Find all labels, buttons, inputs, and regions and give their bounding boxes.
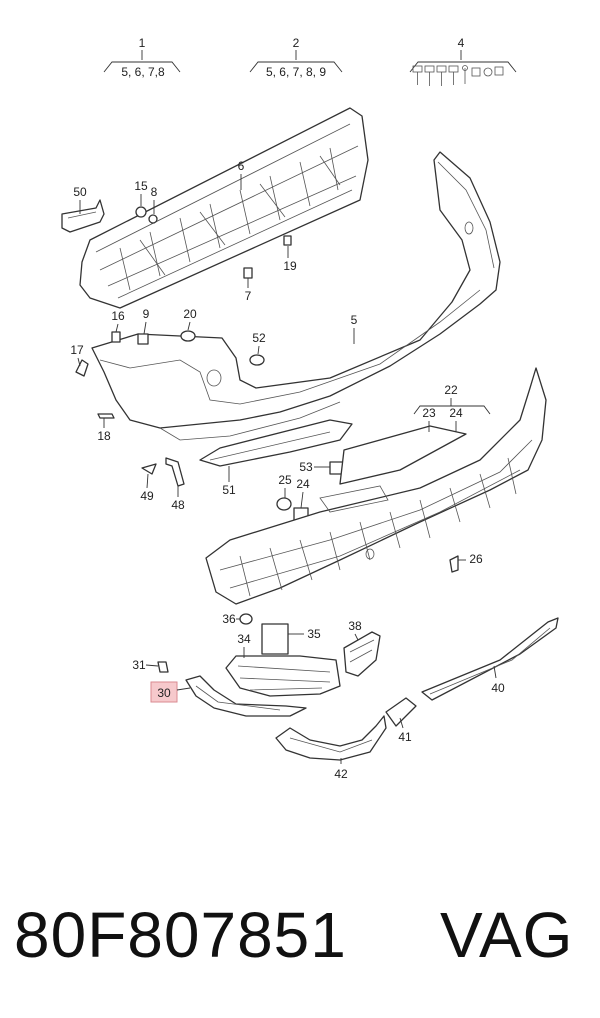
callout: 24 [449,406,463,420]
callout: 9 [143,307,150,321]
clip-52 [249,354,265,366]
callout: 52 [252,331,266,345]
group-number: 2 [293,36,300,50]
callout: 41 [398,730,412,744]
callout: 42 [334,767,348,781]
callout: 17 [70,343,84,357]
group-header-2: 2 5, 6, 7, 8, 9 [249,36,343,79]
callout: 25 [278,473,292,487]
callout: 53 [299,460,313,474]
group-members: 5, 6, 7,8 [121,65,165,79]
screw-49 [141,463,157,475]
nut-15 [135,206,147,218]
exploded-parts-diagram: 1 5, 6, 7,8 2 5, 6, 7, 8, 9 4 [61,36,559,781]
callout: 38 [348,619,362,633]
callout: 36 [222,612,236,626]
clip-16 [111,331,121,343]
side-panel-30 [185,675,307,717]
nut-25 [276,497,292,511]
callout: 34 [237,632,251,646]
brand: VAG [440,899,574,971]
callout: 49 [140,489,154,503]
screw-31 [157,661,169,673]
clip-7 [243,267,253,279]
group-header-4: 4 [409,36,517,86]
callout: 16 [111,309,125,323]
bumper-cover-5 [91,151,501,441]
callout-highlight-box [150,681,178,703]
screw-26 [449,555,459,573]
callout-highlighted: 30 [157,686,171,700]
impact-bar-6 [79,107,369,309]
callout: 8 [151,185,158,199]
clip-9 [137,333,149,345]
bracket-50 [61,199,105,233]
insert-38 [343,631,381,677]
callout: 18 [97,429,111,443]
callout: 20 [183,307,197,321]
callout: 48 [171,498,185,512]
bracket-48 [165,457,185,487]
trim-strip-51 [199,419,353,467]
callout: 6 [238,159,245,173]
callouts: 50 15 8 6 19 7 16 9 20 52 5 17 18 22 23 … [70,159,505,781]
fastener-icons [412,65,504,86]
callout: 40 [491,681,505,695]
screw-18 [97,413,115,419]
group-header-1: 1 5, 6, 7,8 [103,36,181,79]
callout: 23 [422,406,436,420]
callout: 26 [469,552,483,566]
bumper-carrier-22 [205,367,547,605]
callout: 31 [132,658,146,672]
trim-strip-42 [275,715,387,761]
callout: 51 [222,483,236,497]
footer: 80F807851 VAG [0,895,600,975]
bracket-35 [261,623,289,655]
callout: 19 [283,259,297,273]
part-number: 80F807851 [14,899,347,971]
callout: 24 [296,477,310,491]
trim-strip-40 [421,617,559,701]
callout: 35 [307,627,321,641]
grille-34 [225,655,341,697]
callout: 7 [245,289,252,303]
trim-41 [385,697,417,727]
callout: 50 [73,185,87,199]
nut-20 [180,330,196,342]
group-members: 5, 6, 7, 8, 9 [266,65,326,79]
callout: 22 [444,383,458,397]
callout: 5 [351,313,358,327]
callout: 15 [134,179,148,193]
clip-19 [283,235,292,246]
group-number: 4 [458,36,465,50]
nut-8 [148,214,158,224]
nut-36 [239,613,253,625]
group-number: 1 [139,36,146,50]
screw-17 [75,359,89,377]
